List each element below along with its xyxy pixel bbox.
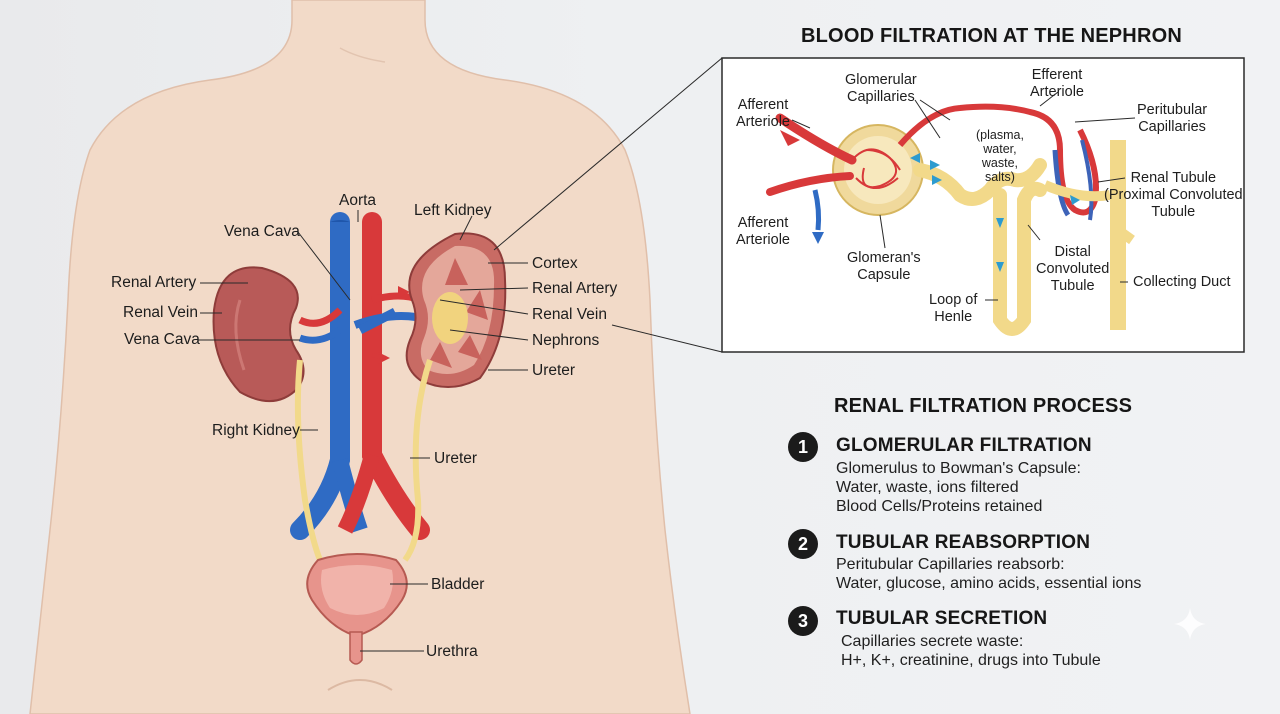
cortex-label: Cortex (532, 255, 578, 272)
step-1-title: GLOMERULAR FILTRATION (836, 435, 1092, 456)
urethra-label: Urethra (426, 643, 478, 660)
sparkle-icon (1174, 608, 1206, 640)
vena-cava-left-label: Vena Cava (124, 331, 200, 348)
renal-tubule-label: Renal Tubule(Proximal Convoluted Tubule (1104, 170, 1243, 220)
step-2-line-1: Peritubular Capillaries reabsorb: (836, 556, 1065, 573)
renal-artery-left-label: Renal Artery (111, 274, 197, 291)
right-kidney (212, 266, 305, 403)
vena-cava-top-label: Vena Cava (224, 223, 300, 240)
nephrons-label: Nephrons (532, 332, 600, 349)
right-kidney-label: Right Kidney (212, 422, 300, 439)
step-3-line-1: Capillaries secrete waste: (841, 633, 1024, 650)
step-3-line-2: H+, K+, creatinine, drugs into Tubule (841, 652, 1101, 669)
step-2-line-2: Water, glucose, amino acids, essential i… (836, 575, 1142, 592)
nephron-inset (721, 57, 1245, 353)
aorta-label: Aorta (339, 192, 377, 209)
process-title: RENAL FILTRATION PROCESS (834, 395, 1133, 417)
ureter-right-label: Ureter (532, 362, 576, 379)
step-1-line-2: Water, waste, ions filtered (836, 479, 1019, 496)
step-3-title: TUBULAR SECRETION (836, 608, 1048, 629)
left-kidney (405, 232, 507, 389)
step-3-badge: 3 (788, 606, 818, 636)
body-leader-lines (198, 57, 723, 652)
ureter-mid-label: Ureter (434, 450, 478, 467)
step-2-title: TUBULAR REABSORPTION (836, 532, 1091, 553)
renal-vein-right-label: Renal Vein (532, 306, 607, 323)
collecting-duct-label: Collecting Duct (1133, 274, 1231, 290)
ureters (294, 359, 433, 562)
left-kidney-label: Left Kidney (414, 202, 492, 219)
bladder (306, 553, 408, 665)
step-1-badge: 1 (788, 432, 818, 462)
filtrate-label: (plasma,water, waste,salts) (976, 128, 1024, 184)
bladder-label: Bladder (431, 576, 485, 593)
step-1-line-3: Blood Cells/Proteins retained (836, 498, 1043, 515)
renal-artery-right-label: Renal Artery (532, 280, 618, 297)
step-2-badge: 2 (788, 529, 818, 559)
nephron-panel-title: BLOOD FILTRATION AT THE NEPHRON (801, 25, 1182, 47)
step-1-line-1: Glomerulus to Bowman's Capsule: (836, 460, 1081, 477)
renal-vein-left-label: Renal Vein (123, 304, 198, 321)
torso-silhouette (29, 0, 691, 714)
